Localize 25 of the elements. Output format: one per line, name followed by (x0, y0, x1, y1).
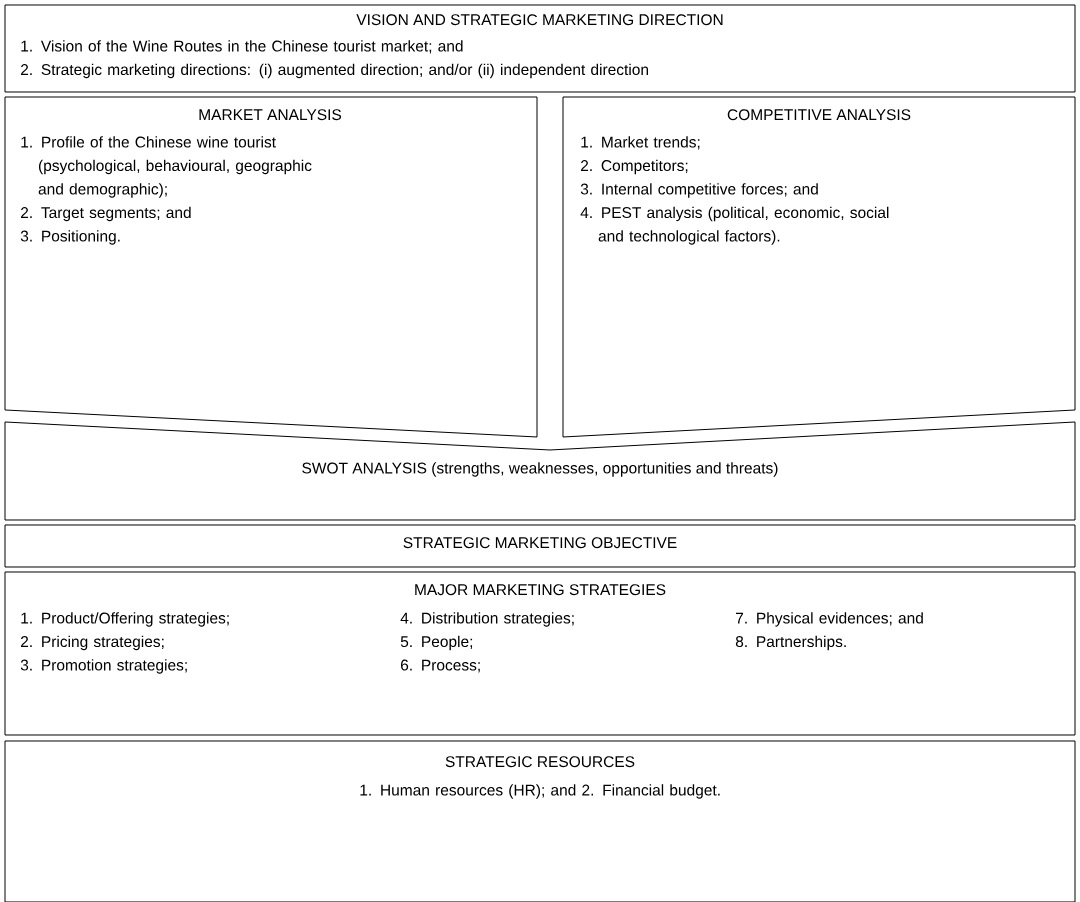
list-item: 2. Pricing strategies; (21, 635, 164, 651)
heading-text: VISION AND STRATEGIC MARKETING DIRECTION (356, 14, 723, 26)
list-item: 6. Process; (401, 659, 480, 673)
heading-text: STRATEGIC MARKETING OBJECTIVE (403, 537, 677, 549)
list-item: 1. Profile of the Chinese wine tourist (psychological, behavioural, geographic and demographic); (21, 136, 312, 198)
list-item: 4. Distribution strategies; (400, 612, 574, 627)
list-item: 5. People; (400, 635, 473, 651)
heading-text: MARKET ANALYSIS (199, 109, 342, 121)
list-item: 1. Human resources (HR); and 2. Financial budget. (360, 784, 720, 799)
list-item: 3. Positioning. (20, 230, 120, 245)
heading-text: SWOT ANALYSIS (strengths, weaknesses, opportunities and threats) (302, 462, 778, 477)
list-item: 8. Partnerships. (735, 635, 846, 651)
list-item: 1. Market trends; (581, 136, 700, 150)
list-item: 1. Product/Offering strategies; (21, 612, 229, 627)
list-item: 2. Target segments; and (21, 206, 191, 222)
list-item: 3. Internal competitive forces; and (580, 183, 818, 198)
list-item: 2. Strategic marketing directions: (i) augmented direction; and/or (ii) independent direction (21, 63, 648, 79)
heading-text: COMPETITIVE ANALYSIS (727, 109, 911, 121)
list-item: 1. Vision of the Wine Routes in the Chinese tourist market; and (21, 40, 463, 54)
heading-text: STRATEGIC RESOURCES (445, 756, 635, 768)
list-item: 2. Competitors; (581, 159, 688, 175)
list-item: 7. Physical evidences; and (736, 612, 923, 627)
list-item: 3. Promotion strategies; (20, 659, 187, 674)
list-item: 4. PEST analysis (political, economic, social and technological factors). (580, 206, 889, 245)
heading-text: MAJOR MARKETING STRATEGIES (415, 584, 666, 596)
